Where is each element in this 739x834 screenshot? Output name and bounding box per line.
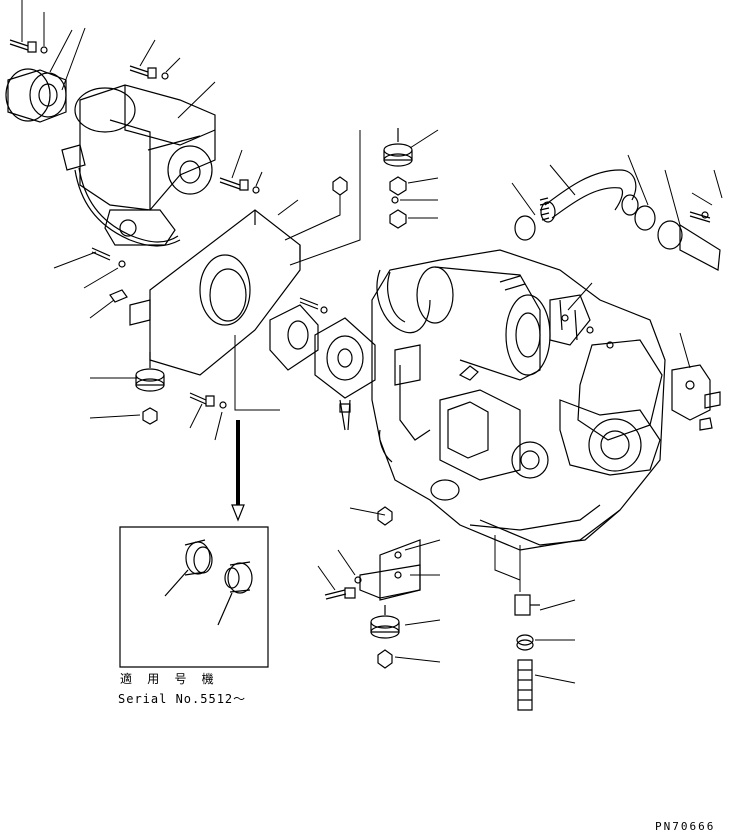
drawing-number: PN70666 [655, 820, 716, 833]
inset-box [120, 420, 268, 667]
flexible-coupling [270, 305, 375, 430]
mounting-plate [130, 210, 300, 375]
bolts-mid-left [110, 290, 327, 408]
serial-label-jp: 適 用 号 機 [120, 672, 218, 686]
drain-hose [515, 595, 540, 710]
engine-bracket-lower [325, 507, 420, 668]
engine-mount-upper-right [333, 128, 412, 228]
intake-hose [515, 170, 720, 270]
engine-mount-left [136, 352, 164, 424]
engine [372, 250, 665, 550]
serial-number: Serial No.5512～ [118, 692, 247, 706]
bolts-top-left [10, 40, 259, 267]
engine-bracket-right [672, 365, 720, 430]
hydraulic-pump [6, 69, 215, 246]
